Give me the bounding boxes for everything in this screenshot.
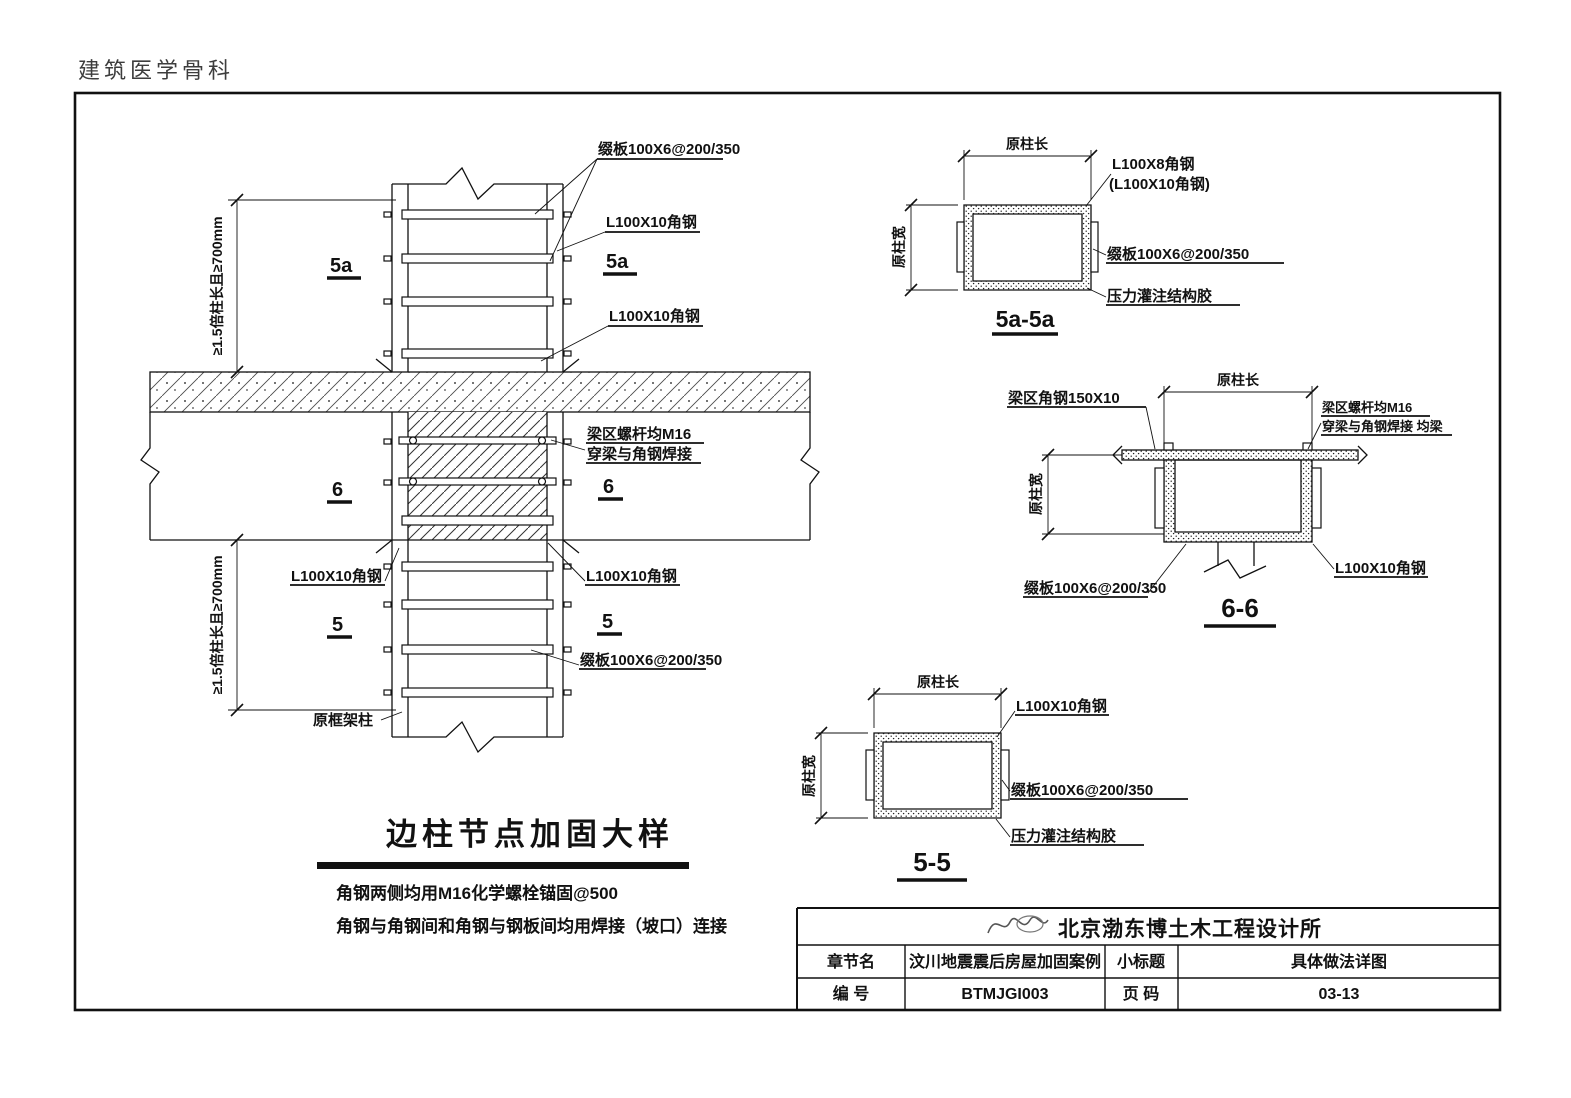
company-name: 北京渤东博土木工程设计所 bbox=[1058, 917, 1322, 941]
label-adhesive: 压力灌注结构胶 bbox=[1107, 287, 1212, 305]
column-upper-outline bbox=[391, 166, 564, 372]
lower-column-lines bbox=[1217, 542, 1255, 566]
dimension-lower: ≥1.5倍柱长且≥700mm bbox=[209, 533, 396, 717]
plate-break-right bbox=[1357, 445, 1368, 465]
break-symbol bbox=[1203, 559, 1267, 579]
label-original-column: 原框架柱 bbox=[313, 711, 373, 729]
beam-zone bbox=[383, 412, 572, 540]
sheet-border bbox=[73, 91, 1502, 1012]
bolt-head bbox=[1163, 442, 1174, 451]
dim-original-length: 原柱长 bbox=[1006, 136, 1049, 152]
page-value: 03-13 bbox=[1319, 986, 1360, 1003]
note-1: 角钢两侧均用M16化学螺栓锚固@500 bbox=[336, 883, 618, 903]
chapter-value: 汶川地震震后房屋加固案例 bbox=[909, 952, 1101, 971]
label-batten-top: 缀板100X6@200/350 bbox=[598, 140, 740, 158]
dim-label-lower: ≥1.5倍柱长且≥700mm bbox=[209, 555, 225, 694]
section-markers: 5a 5a 6 6 5 5 bbox=[327, 251, 637, 639]
plate-ring bbox=[873, 732, 1002, 819]
side-plate-left bbox=[865, 749, 875, 801]
marker-5-left: 5 bbox=[332, 614, 343, 636]
main-drawing: ≥1.5倍柱长且≥700mm ≥1.5倍柱长且≥700mm 5a 5a 6 6 … bbox=[140, 140, 820, 936]
floor-slab-section bbox=[149, 371, 811, 413]
side-plate-right bbox=[1000, 749, 1010, 801]
break-symbol-top bbox=[392, 166, 563, 201]
column-lower-outline bbox=[391, 540, 564, 754]
subtitle-value: 具体做法详图 bbox=[1291, 952, 1387, 971]
company-logo bbox=[987, 915, 1049, 934]
title-block: 北京渤东博土木工程设计所 章节名 汶川地震震后房屋加固案例 小标题 具体做法详图… bbox=[796, 907, 1500, 1010]
break-symbol-left bbox=[140, 412, 160, 540]
label-beam-bolt-1: 梁区螺杆均M16 bbox=[586, 425, 691, 443]
marker-5a-left: 5a bbox=[330, 255, 353, 277]
side-plate-left bbox=[956, 221, 965, 273]
label-beam-bolt-2: 穿梁与角钢焊接 bbox=[587, 445, 692, 463]
marker-5a-right: 5a bbox=[606, 251, 629, 273]
label-batten: 缀板100X6@200/350 bbox=[1107, 245, 1249, 263]
side-plate-right bbox=[1090, 221, 1099, 273]
bolt-head bbox=[1302, 442, 1313, 451]
label-angle-steel: L100X10角钢 bbox=[1335, 559, 1426, 577]
label-angle-steel: L100X8角钢 bbox=[1112, 155, 1195, 173]
dim-label-upper: ≥1.5倍柱长且≥700mm bbox=[209, 216, 225, 355]
main-annotations: 缀板100X6@200/350 L100X10角钢 L100X10角钢 梁区螺杆… bbox=[290, 140, 740, 729]
detail-caption: 5a-5a bbox=[996, 306, 1055, 332]
detail-caption: 6-6 bbox=[1221, 593, 1259, 623]
break-symbol-bottom bbox=[392, 720, 563, 754]
label-batten: 缀板100X6@200/350 bbox=[1011, 781, 1153, 799]
dim-original-length: 原柱长 bbox=[1217, 372, 1260, 388]
page-label: 页 码 bbox=[1123, 985, 1159, 1003]
anchor-bolts-upper bbox=[383, 211, 572, 357]
detail-5a-5a: 原柱长 原柱宽 L100X8角钢 (L100X10角钢) 缀板100X6@200… bbox=[891, 136, 1284, 336]
label-beam-angle: 梁区角钢150X10 bbox=[1007, 389, 1120, 407]
dim-original-width: 原柱宽 bbox=[801, 755, 817, 797]
number-label: 编 号 bbox=[833, 984, 869, 1003]
batten-plates-upper bbox=[401, 209, 554, 359]
plate-ring-u bbox=[1163, 459, 1313, 543]
break-symbol-right bbox=[800, 412, 820, 540]
side-plate-right bbox=[1311, 467, 1322, 529]
beam-bolt-row bbox=[398, 436, 557, 445]
label-angle-right: L100X10角钢 bbox=[586, 567, 677, 585]
plate-ring bbox=[963, 204, 1092, 291]
gusset-marks bbox=[375, 358, 580, 554]
dim-original-width: 原柱宽 bbox=[891, 226, 907, 268]
label-angle-steel-alt: (L100X10角钢) bbox=[1109, 175, 1210, 193]
drawing-title: 边柱节点加固大样 bbox=[386, 817, 674, 852]
label-angle-mid: L100X10角钢 bbox=[609, 307, 700, 325]
label-batten-bottom: 缀板100X6@200/350 bbox=[580, 651, 722, 669]
label-angle-steel: L100X10角钢 bbox=[1016, 697, 1107, 715]
watermark-text: 建筑医学骨科 bbox=[78, 58, 234, 83]
number-value: BTMJGI003 bbox=[961, 986, 1048, 1003]
batten-plates-lower bbox=[401, 561, 554, 698]
detail-6-6: 原柱长 原柱宽 梁区角钢150X10 梁区螺杆均M16 穿梁与角钢焊接 均梁 L… bbox=[1007, 372, 1452, 628]
title-underline bbox=[317, 862, 689, 869]
label-angle-top: L100X10角钢 bbox=[606, 213, 697, 231]
note-2: 角钢与角钢间和角钢与钢板间均用焊接（坡口）连接 bbox=[336, 916, 727, 936]
beam-bolt-row bbox=[398, 477, 557, 486]
detail-5-5: 原柱长 原柱宽 L100X10角钢 缀板100X6@200/350 压力灌注结构… bbox=[801, 674, 1188, 882]
marker-6-left: 6 bbox=[332, 479, 343, 501]
dim-original-length: 原柱长 bbox=[917, 674, 960, 690]
side-plate-left bbox=[1154, 467, 1165, 529]
marker-5-right: 5 bbox=[602, 611, 613, 633]
chapter-label: 章节名 bbox=[827, 952, 875, 971]
label-bolt-1: 梁区螺杆均M16 bbox=[1321, 400, 1412, 415]
beam-angle-plate bbox=[1121, 449, 1359, 461]
label-adhesive: 压力灌注结构胶 bbox=[1011, 827, 1116, 845]
detail-caption: 5-5 bbox=[913, 847, 951, 877]
anchor-bolts-lower bbox=[383, 563, 572, 696]
label-angle-left: L100X10角钢 bbox=[291, 567, 382, 585]
subtitle-label: 小标题 bbox=[1117, 953, 1166, 971]
dim-original-width: 原柱宽 bbox=[1028, 473, 1044, 515]
label-batten: 缀板100X6@200/350 bbox=[1024, 579, 1166, 597]
batten-plate bbox=[401, 515, 554, 526]
dimension-upper: ≥1.5倍柱长且≥700mm bbox=[209, 193, 396, 379]
marker-6-right: 6 bbox=[603, 476, 614, 498]
label-bolt-2: 穿梁与角钢焊接 均梁 bbox=[1322, 419, 1444, 434]
